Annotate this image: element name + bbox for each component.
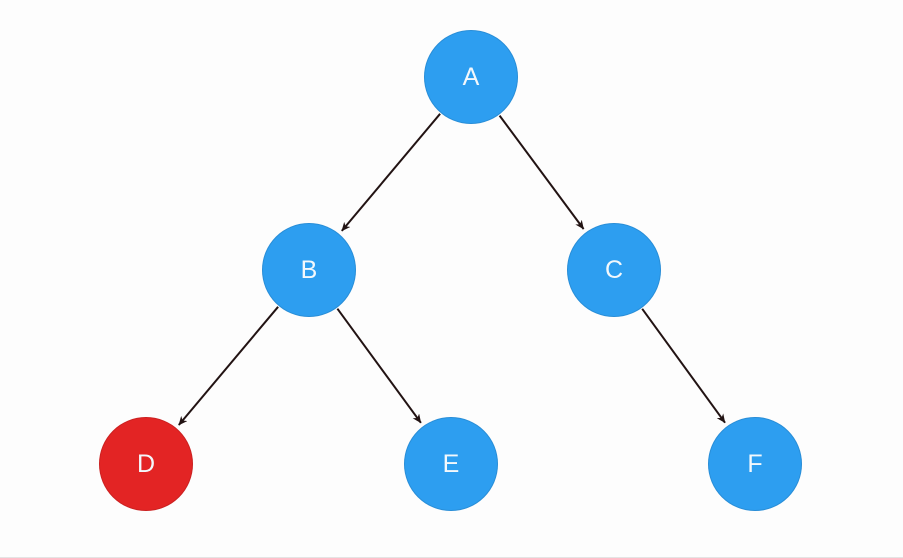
node-label-D: D bbox=[136, 449, 156, 478]
node-A: A bbox=[424, 30, 518, 124]
edge-A-B bbox=[341, 113, 441, 232]
node-label-A: A bbox=[462, 62, 480, 91]
edge-B-E bbox=[336, 308, 422, 424]
node-label-B: B bbox=[300, 255, 318, 284]
node-F: F bbox=[708, 417, 802, 511]
node-E: E bbox=[404, 417, 498, 511]
node-D: D bbox=[99, 417, 193, 511]
node-label-F: F bbox=[747, 449, 763, 478]
node-label-C: C bbox=[604, 255, 624, 284]
edge-C-F bbox=[641, 308, 726, 424]
node-label-E: E bbox=[442, 449, 460, 478]
edge-A-C bbox=[498, 115, 585, 230]
node-C: C bbox=[567, 223, 661, 317]
edge-B-D bbox=[178, 306, 279, 426]
node-B: B bbox=[262, 223, 356, 317]
